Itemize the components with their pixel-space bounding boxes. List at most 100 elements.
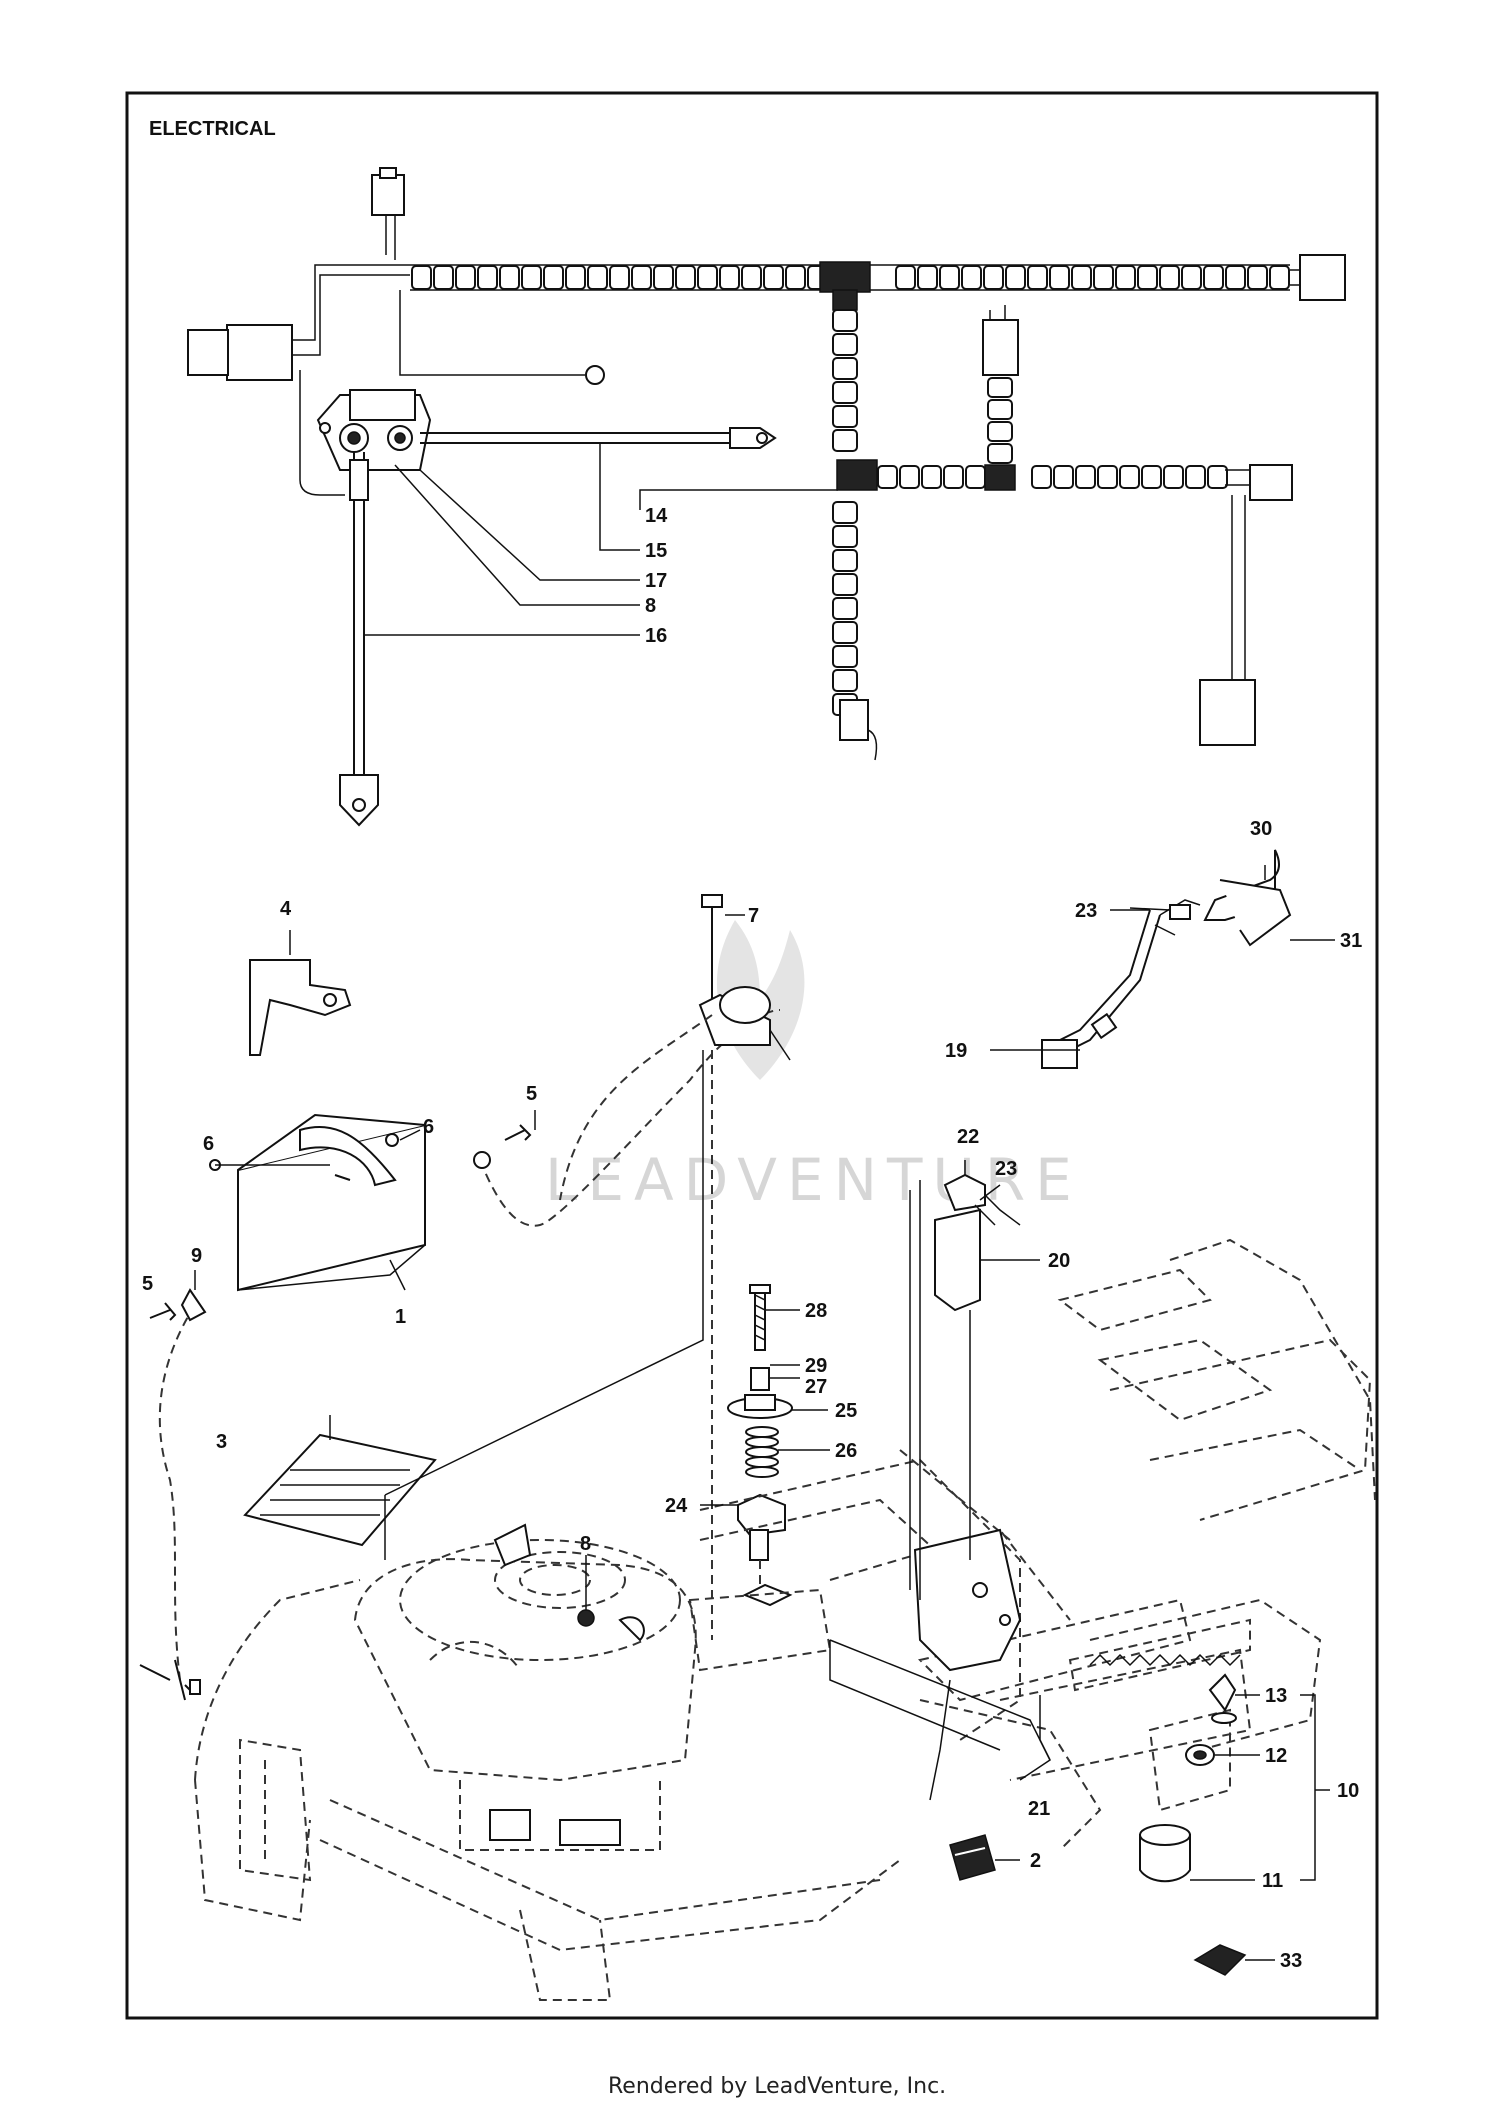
callout-9: 9 <box>191 1245 202 1267</box>
wrap-segment <box>832 309 858 332</box>
wrap-segment <box>832 645 858 668</box>
callout-20: 20 <box>1048 1250 1070 1272</box>
wrap-segment <box>832 669 858 692</box>
callout-21: 21 <box>1028 1798 1050 1820</box>
wrap-segment <box>1185 465 1206 489</box>
wrap-segment <box>1119 465 1140 489</box>
callout-3: 3 <box>216 1431 227 1453</box>
wrap-segment <box>565 265 586 290</box>
spacer-27 <box>750 1367 770 1391</box>
callout-2: 2 <box>1030 1850 1041 1872</box>
wrap-segment <box>917 265 938 290</box>
callout-6a: 6 <box>423 1116 434 1138</box>
callout-7: 7 <box>748 905 759 927</box>
wrap-segment <box>832 357 858 380</box>
wrap-segment <box>477 265 498 290</box>
leader-8a <box>394 464 640 606</box>
wrap-segment <box>1207 465 1228 489</box>
wrap-segment <box>899 465 920 489</box>
callout-17: 17 <box>645 570 667 592</box>
wrap-segment <box>653 265 674 290</box>
ignition-sub-harness <box>1041 849 1292 1069</box>
wrap-segment <box>965 465 986 489</box>
cable-terminal-9 <box>180 1288 207 1322</box>
leader-ground <box>384 1050 704 1496</box>
callout-13: 13 <box>1265 1685 1287 1707</box>
wrap-segment <box>543 265 564 290</box>
callout-31: 31 <box>1340 930 1362 952</box>
diagram-frame <box>125 91 1379 2020</box>
wrap-segment <box>1159 265 1180 290</box>
wrap-segment <box>987 421 1013 442</box>
wrap-segment <box>1093 265 1114 290</box>
wrap-segment <box>832 501 858 524</box>
wrap-segment <box>1053 465 1074 489</box>
seat-switch-assembly <box>727 1284 793 1607</box>
callout-23a: 23 <box>1075 900 1097 922</box>
wrap-segment <box>1097 465 1118 489</box>
wrap-segment <box>499 265 520 290</box>
battery-cable-terminal <box>729 427 777 449</box>
wrap-segment <box>521 265 542 290</box>
wrap-segment <box>987 399 1013 420</box>
callout-8b: 8 <box>580 1533 591 1555</box>
callout-30: 30 <box>1250 818 1272 840</box>
wrap-segment <box>1225 265 1246 290</box>
wrap-segment <box>832 333 858 356</box>
wrap-segment <box>609 265 630 290</box>
callout-28: 28 <box>805 1300 827 1322</box>
wrap-segment <box>832 405 858 428</box>
battery-manual <box>243 1433 437 1547</box>
wrap-segment <box>1027 265 1048 290</box>
leader-15 <box>599 443 640 551</box>
callout-23b: 23 <box>995 1158 1017 1180</box>
wrap-segment <box>433 265 454 290</box>
ignition-switch-plate <box>913 1528 1022 1672</box>
engine-nut-8 <box>577 1609 595 1627</box>
callout-1: 1 <box>395 1306 406 1328</box>
wrap-segment <box>631 265 652 290</box>
callout-5b: 5 <box>142 1273 153 1295</box>
wrap-segment <box>943 465 964 489</box>
wrap-segment <box>763 265 784 290</box>
seat-switch-24 <box>737 1493 786 1537</box>
callout-4: 4 <box>280 898 292 920</box>
wrap-segment <box>939 265 960 290</box>
leader-17 <box>419 469 640 581</box>
bracket-20 <box>934 1208 981 1312</box>
wrap-segment <box>1071 265 1092 290</box>
callout-5a: 5 <box>526 1083 537 1105</box>
harness-bottom-connector <box>839 699 869 741</box>
wrap-segment <box>832 573 858 596</box>
branch-connector <box>982 319 1019 376</box>
wrap-segment <box>1005 265 1026 290</box>
ground-ring-terminal <box>585 365 605 385</box>
wrap-segment <box>785 265 806 290</box>
callout-15: 15 <box>645 540 667 562</box>
callout-14: 14 <box>645 505 668 527</box>
leader-14 <box>639 489 838 510</box>
starter-solenoid-lower <box>698 986 791 1061</box>
harness-lower-right-connector <box>1249 464 1293 501</box>
wrap-segment <box>895 265 916 290</box>
wrap-segment <box>987 377 1013 398</box>
callout-6b: 6 <box>203 1133 214 1155</box>
wrap-segment <box>675 265 696 290</box>
harness-vertical-wrap <box>832 309 1228 716</box>
key-2 <box>949 1834 996 1881</box>
wrap-segment <box>832 597 858 620</box>
callout-8a: 8 <box>645 595 656 617</box>
chassis-frame <box>194 1238 1376 2001</box>
spring-26 <box>745 1426 779 1478</box>
wrap-segment <box>832 381 858 404</box>
wrap-segment <box>832 621 858 644</box>
engine-top-fitting <box>493 1523 532 1567</box>
wrap-segment <box>1269 265 1290 290</box>
wrap-segment <box>983 265 1004 290</box>
wrap-segment <box>1137 265 1158 290</box>
wrap-segment <box>877 465 898 489</box>
callout-22: 22 <box>957 1126 979 1148</box>
ignition-switch-assembly <box>1139 1673 1237 1883</box>
wrap-segment <box>455 265 476 290</box>
